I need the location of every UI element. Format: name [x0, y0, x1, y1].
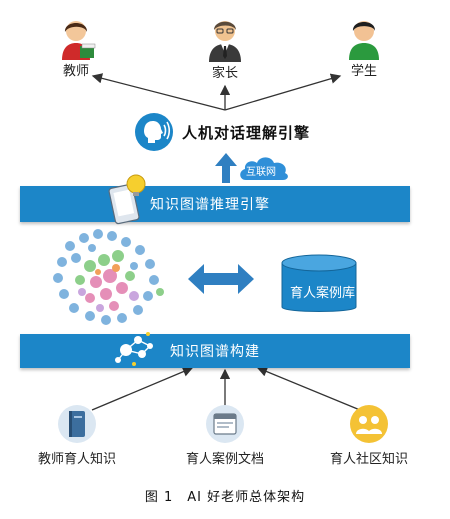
source-case-docs: 育人案例文档 — [170, 404, 280, 467]
book-icon — [58, 405, 96, 443]
source-label-community: 育人社区知识 — [329, 452, 408, 467]
role-label-teacher: 教师 — [62, 64, 89, 79]
reasoning-bar: 知识图谱推理引擎 — [20, 186, 410, 222]
network-nodes-icon — [115, 332, 153, 366]
arrow-from-community — [256, 366, 361, 411]
case-database: 育人案例库 — [280, 253, 358, 317]
role-parent: 家长 — [195, 16, 255, 81]
source-label-case-docs: 育人案例文档 — [185, 452, 264, 467]
build-bar-label: 知识图谱构建 — [170, 344, 260, 360]
figure-caption: 图 1 AI 好老师总体架构 — [144, 490, 306, 505]
dialogue-engine: 人机对话理解引擎 — [134, 110, 334, 154]
role-student: 学生 — [334, 16, 394, 79]
source-community: 育人社区知识 — [314, 404, 424, 467]
database-label: 育人案例库 — [290, 286, 356, 301]
knowledge-graph-cluster-icon — [53, 229, 164, 325]
up-arrow-icon — [215, 153, 237, 183]
build-bar: 知识图谱构建 — [20, 334, 410, 368]
community-people-icon — [350, 405, 388, 443]
arrow-to-student — [224, 73, 342, 111]
tablet-lightbulb-icon — [108, 174, 146, 225]
double-arrow-icon — [188, 264, 254, 294]
role-label-parent: 家长 — [211, 66, 238, 81]
student-icon — [349, 21, 379, 60]
internet-cloud: 互联网 — [238, 154, 290, 182]
role-label-student: 学生 — [350, 64, 377, 79]
parent-icon — [209, 21, 241, 62]
document-window-icon — [206, 405, 244, 443]
role-teacher: 教师 — [46, 16, 106, 79]
arrow-from-teacher-knowledge — [91, 366, 194, 411]
reasoning-bar-label: 知识图谱推理引擎 — [150, 197, 270, 213]
database-cylinder-icon — [281, 254, 357, 312]
source-teacher-knowledge: 教师育人知识 — [22, 404, 132, 467]
source-label-teacher-knowledge: 教师育人知识 — [37, 452, 116, 467]
engine-title: 人机对话理解引擎 — [182, 124, 311, 142]
internet-label: 互联网 — [246, 167, 276, 178]
teacher-icon — [62, 21, 96, 60]
speech-head-icon — [135, 113, 173, 151]
arrow-to-teacher — [91, 73, 226, 111]
cloud-icon — [240, 157, 288, 180]
